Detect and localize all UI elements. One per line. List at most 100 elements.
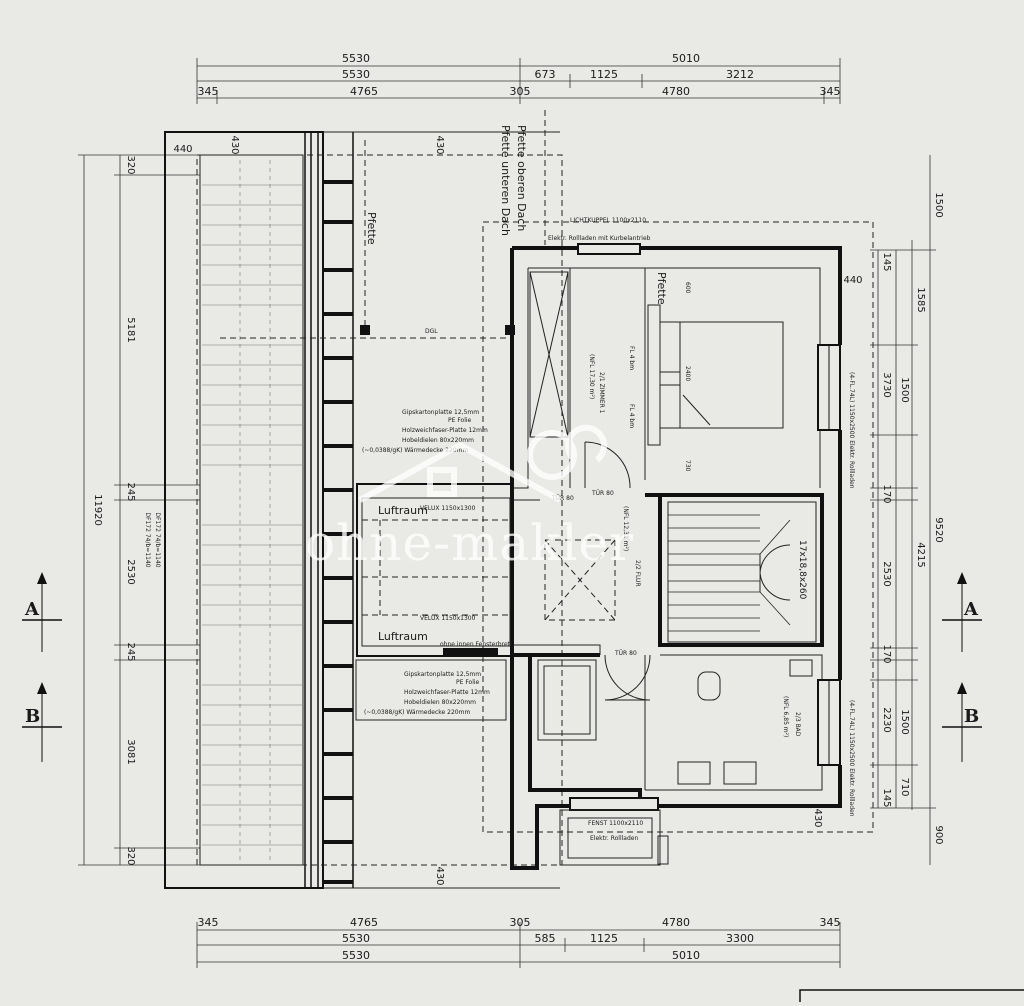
deck-bottom-line-2: PE Folie <box>456 679 480 686</box>
right-dim-inner-4: 2530 <box>881 561 892 586</box>
right-dim-outer-3: 900 <box>933 825 944 844</box>
bottom-dim-1-e: 345 <box>820 916 841 929</box>
bottom-dim-3-b: 5010 <box>672 949 700 962</box>
bed-dim-2400: 2400 <box>684 366 691 381</box>
dim-430-a: 430 <box>229 135 240 154</box>
section-b-right-label: B <box>964 706 979 727</box>
left-dim-7: 320 <box>125 846 136 865</box>
left-dim-2: 5181 <box>125 317 136 342</box>
section-marker-b-left: B <box>22 682 62 762</box>
top-dim-2-a: 5530 <box>342 68 370 81</box>
section-marker-b-right: B <box>942 682 982 762</box>
zimmer-1: 2/1 ZIMMER 1 (NFL 17,30 m²) 600 2400 730… <box>588 282 855 489</box>
deck-note-top: Gipskartonplatte 12,5mm PE Folie Holzwei… <box>362 409 488 454</box>
section-marker-a-right: A <box>942 572 982 652</box>
lichtkuppel-note: Elektr. Rollladen mit Kurbelantrieb <box>548 235 651 242</box>
bottom-dim-1-b: 4765 <box>350 916 378 929</box>
deck-top-line-2: PE Folie <box>448 417 472 424</box>
fl-2-label: FL 4 bm <box>628 404 635 428</box>
lichtkuppel: LICHTKUPPEL 1100x2110 Elektr. Rollladen … <box>529 217 651 621</box>
left-dimensions: 11920 320 5181 245 2530 245 3081 320 <box>78 154 200 866</box>
luftraum-hint: ohne innen Fensterbrett <box>440 641 513 648</box>
pfette-labels: Pfette oberen Dach Pfette unteren Dach P… <box>360 125 668 335</box>
bottom-dim-2-c: 1125 <box>590 932 618 945</box>
section-a-right-label: A <box>963 599 979 620</box>
dim-430-right: 430 <box>812 808 823 827</box>
zimmer-area-label: (NFL 17,30 m²) <box>588 354 595 399</box>
deck-note-bottom: Gipskartonplatte 12,5mm PE Folie Holzwei… <box>355 659 507 721</box>
right-dim-inner-1: 145 <box>881 252 892 271</box>
right-dim-window-1: 1500 <box>899 377 910 402</box>
deck-bottom-line-5: (~0,0388/gK) Wärmedecke 220mm <box>364 709 470 716</box>
doors: TÜR 80 TÜR 80 TÜR 80 <box>551 441 651 701</box>
top-dimensions: 5530 5010 5530 673 1125 3212 345 4765 30… <box>196 52 841 104</box>
rafters <box>323 180 353 884</box>
watermark-text: ohne-makler <box>305 514 634 572</box>
velux-2-label: VELUX 1150x1300 <box>420 615 476 622</box>
left-window-label-2: DF172 74/b=1140 <box>154 512 161 567</box>
top-dim-2-b: 673 <box>535 68 556 81</box>
left-dim-1: 320 <box>125 155 136 174</box>
top-dim-1-a: 5530 <box>342 52 370 65</box>
pfette-label: Pfette <box>365 212 378 245</box>
watermark: ohne-makler <box>305 424 634 572</box>
stairs-label: 17x18,8x260 <box>797 540 807 600</box>
bottom-dim-2-d: 3300 <box>726 932 754 945</box>
roof-outlines <box>196 110 874 866</box>
bottom-dim-2-b: 585 <box>535 932 556 945</box>
dgl-label: DGL <box>425 328 438 335</box>
door-1-label: TÜR 80 <box>591 490 614 497</box>
right-dim-inner-6: 2230 <box>881 707 892 732</box>
left-dim-4: 2530 <box>125 559 136 584</box>
right-dim-inner-3: 170 <box>881 484 892 503</box>
section-a-left-label: A <box>24 599 40 620</box>
top-dim-2-d: 3212 <box>726 68 754 81</box>
deck-bottom-line-3: Holzweichfaser-Platte 12mm <box>404 689 490 696</box>
left-dim-3: 245 <box>125 482 136 501</box>
top-dim-2-c: 1125 <box>590 68 618 81</box>
bed-dim-730: 730 <box>684 460 691 472</box>
bottom-dimensions: 345 4765 305 4780 345 5530 585 1125 3300… <box>196 916 841 968</box>
right-dimensions: 1500 9520 900 1585 4215 145 3730 170 253… <box>870 155 944 865</box>
bottom-dim-3-a: 5530 <box>342 949 370 962</box>
misc-dimensions: 440 430 430 430 440 430 <box>173 135 862 885</box>
bottom-dim-1-a: 345 <box>198 916 219 929</box>
deck-top-line-5: (~0,0388/gK) Wärmedecke 220mm <box>362 447 468 454</box>
bottom-dim-1-d: 4780 <box>662 916 690 929</box>
bad-label: 2/3 BAD <box>794 712 801 737</box>
top-dim-3-e: 345 <box>820 85 841 98</box>
right-dim-mid-2: 4215 <box>915 542 926 567</box>
bed-dim-600: 600 <box>684 282 691 294</box>
dim-430-c: 430 <box>434 866 445 885</box>
left-dim-total: 11920 <box>92 494 103 526</box>
flur: 2/2 FLUR (NFL 12,31 m²) <box>622 506 641 587</box>
top-dim-3-d: 4780 <box>662 85 690 98</box>
right-dim-inner-7: 145 <box>881 788 892 807</box>
right-dim-window-2: 1500 <box>899 709 910 734</box>
right-dim-mid-1: 1585 <box>915 287 926 312</box>
top-dim-3-c: 305 <box>510 85 531 98</box>
window-right-1-label: (4-FL.74L) 1150x2500 Elektr. Rollladen <box>848 372 855 489</box>
bad-window-label: FENST 1100x2110 <box>588 820 643 827</box>
flur-area-label: (NFL 12,31 m²) <box>622 506 629 551</box>
bad-window-note: Elektr. Rollladen <box>590 835 638 842</box>
fl-1-label: FL 4 bm <box>628 346 635 370</box>
section-marker-a-left: A <box>22 572 62 652</box>
roof-strip: DF172 74/b=1140 DF172 74/b=1140 <box>144 131 560 889</box>
pfette-right-label: Pfette <box>655 272 668 305</box>
right-dim-outer-2: 9520 <box>933 517 944 542</box>
left-window-label-1: DF172 74/b=1140 <box>144 512 151 567</box>
door-3-label: TÜR 80 <box>551 495 574 502</box>
section-b-left-label: B <box>25 706 40 727</box>
luftraum-top-label: Luftraum <box>378 504 428 517</box>
staircase: 17x18,8x260 <box>667 501 817 643</box>
right-dim-inner-2: 3730 <box>881 372 892 397</box>
deck-top-line-4: Hobeldielen 80x220mm <box>402 437 474 444</box>
pfette-oben-label: Pfette oberen Dach <box>515 125 528 231</box>
dim-440-top: 440 <box>173 144 192 155</box>
luftraum-bottom-label: Luftraum <box>378 630 428 643</box>
left-dim-6: 3081 <box>125 739 136 764</box>
watermark-logo-icon <box>358 424 607 503</box>
deck-bottom-line-1: Gipskartonplatte 12,5mm <box>404 671 481 678</box>
deck-top-line-3: Holzweichfaser-Platte 12mm <box>402 427 488 434</box>
